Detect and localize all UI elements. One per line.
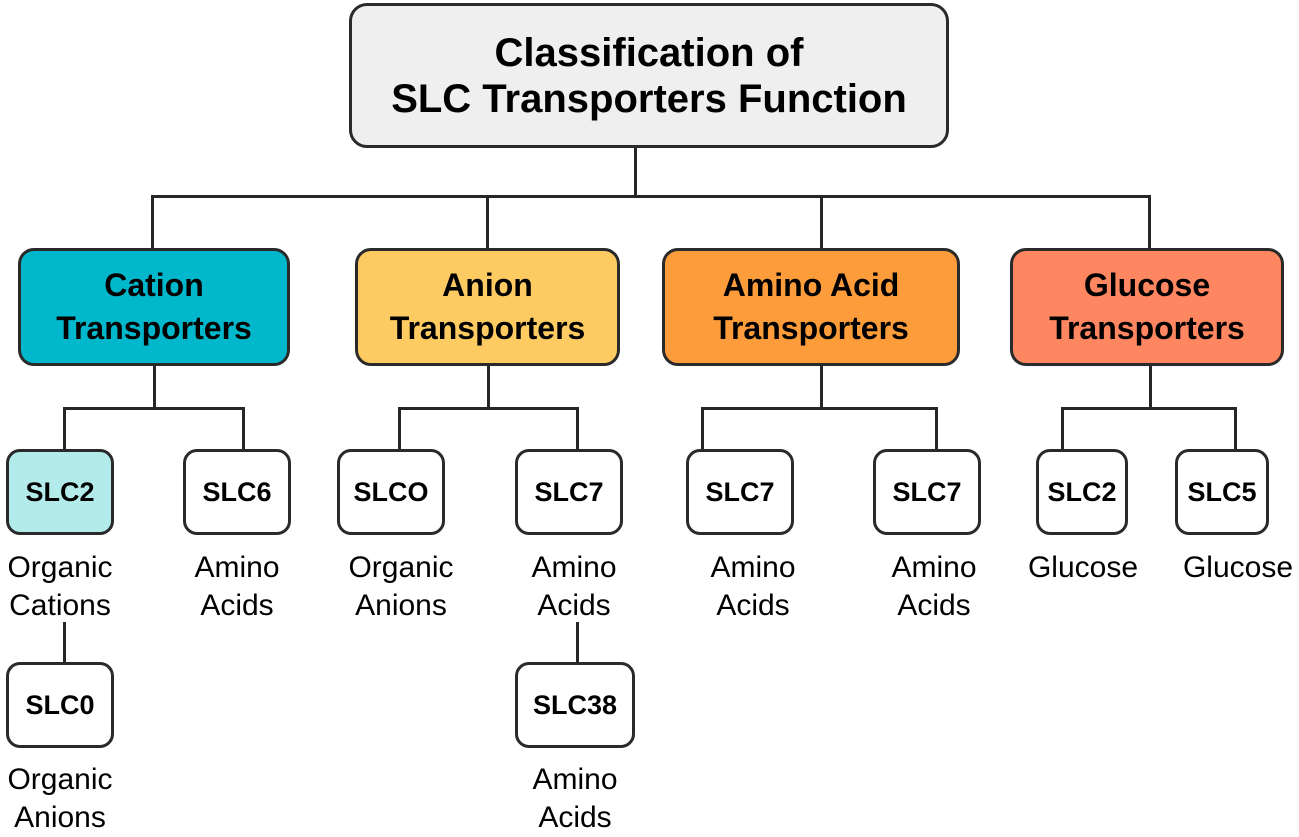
leaf-label: SLC7: [534, 476, 604, 507]
connector: [487, 366, 490, 409]
category-label: Transporters: [389, 310, 586, 346]
leaf-slc6: SLC6: [183, 449, 291, 535]
leaf-slc7-amino-1: SLC7: [686, 449, 794, 535]
leaf-slc7-anion: SLC7: [515, 449, 623, 535]
leaf-label: SLC2: [1047, 476, 1117, 507]
leaf-label: SLC6: [202, 476, 272, 507]
root-title-box: Classification of SLC Transporters Funct…: [349, 3, 949, 148]
leaf-label: SLCO: [353, 476, 429, 507]
connector: [151, 195, 154, 248]
connector: [576, 407, 579, 449]
leaf-slc2-cation: SLC2: [6, 449, 114, 535]
leaf-slc2-glucose: SLC2: [1036, 449, 1128, 535]
leaf-slc7-amino-2: SLC7: [873, 449, 981, 535]
connector: [242, 407, 245, 449]
leaf-label: SLC2: [25, 476, 95, 507]
leaf-label: SLC5: [1187, 476, 1257, 507]
connector: [63, 622, 66, 664]
connector: [1149, 366, 1152, 409]
connector: [576, 622, 579, 664]
connector: [935, 407, 938, 449]
leaf-slc38: SLC38: [515, 662, 635, 748]
title-line-2: SLC Transporters Function: [391, 76, 907, 121]
category-label: Transporters: [56, 310, 252, 346]
category-label: Transporters: [713, 310, 909, 346]
category-label: Amino Acid: [722, 267, 900, 303]
connector: [486, 195, 489, 248]
leaf-description: Glucose: [1182, 551, 1294, 584]
leaf-label: SLC0: [25, 689, 95, 720]
connector: [1061, 407, 1064, 449]
connector: [820, 366, 823, 409]
leaf-label: SLC7: [705, 476, 775, 507]
leaf-slc5: SLC5: [1175, 449, 1269, 535]
connector: [63, 407, 245, 410]
leaf-slco: SLCO: [337, 449, 445, 535]
leaf-slc0: SLC0: [6, 662, 114, 748]
connector: [701, 407, 704, 449]
connector: [634, 148, 637, 196]
connector: [1148, 195, 1151, 248]
connector: [701, 407, 938, 410]
connector: [153, 366, 156, 409]
leaf-label: SLC38: [532, 689, 618, 720]
leaf-description: Glucose: [1027, 551, 1139, 584]
connector: [820, 195, 823, 248]
connector: [1234, 407, 1237, 449]
category-label: Anion: [442, 267, 533, 303]
connector: [63, 407, 66, 449]
title-line-1: Classification of: [494, 30, 804, 75]
category-label: Glucose: [1083, 267, 1211, 303]
connector: [151, 195, 1151, 198]
connector: [398, 407, 401, 449]
category-label: Transporters: [1049, 310, 1245, 346]
connector: [1061, 407, 1237, 410]
category-label: Cation: [104, 267, 204, 303]
connector: [398, 407, 579, 410]
leaf-label: SLC7: [892, 476, 962, 507]
